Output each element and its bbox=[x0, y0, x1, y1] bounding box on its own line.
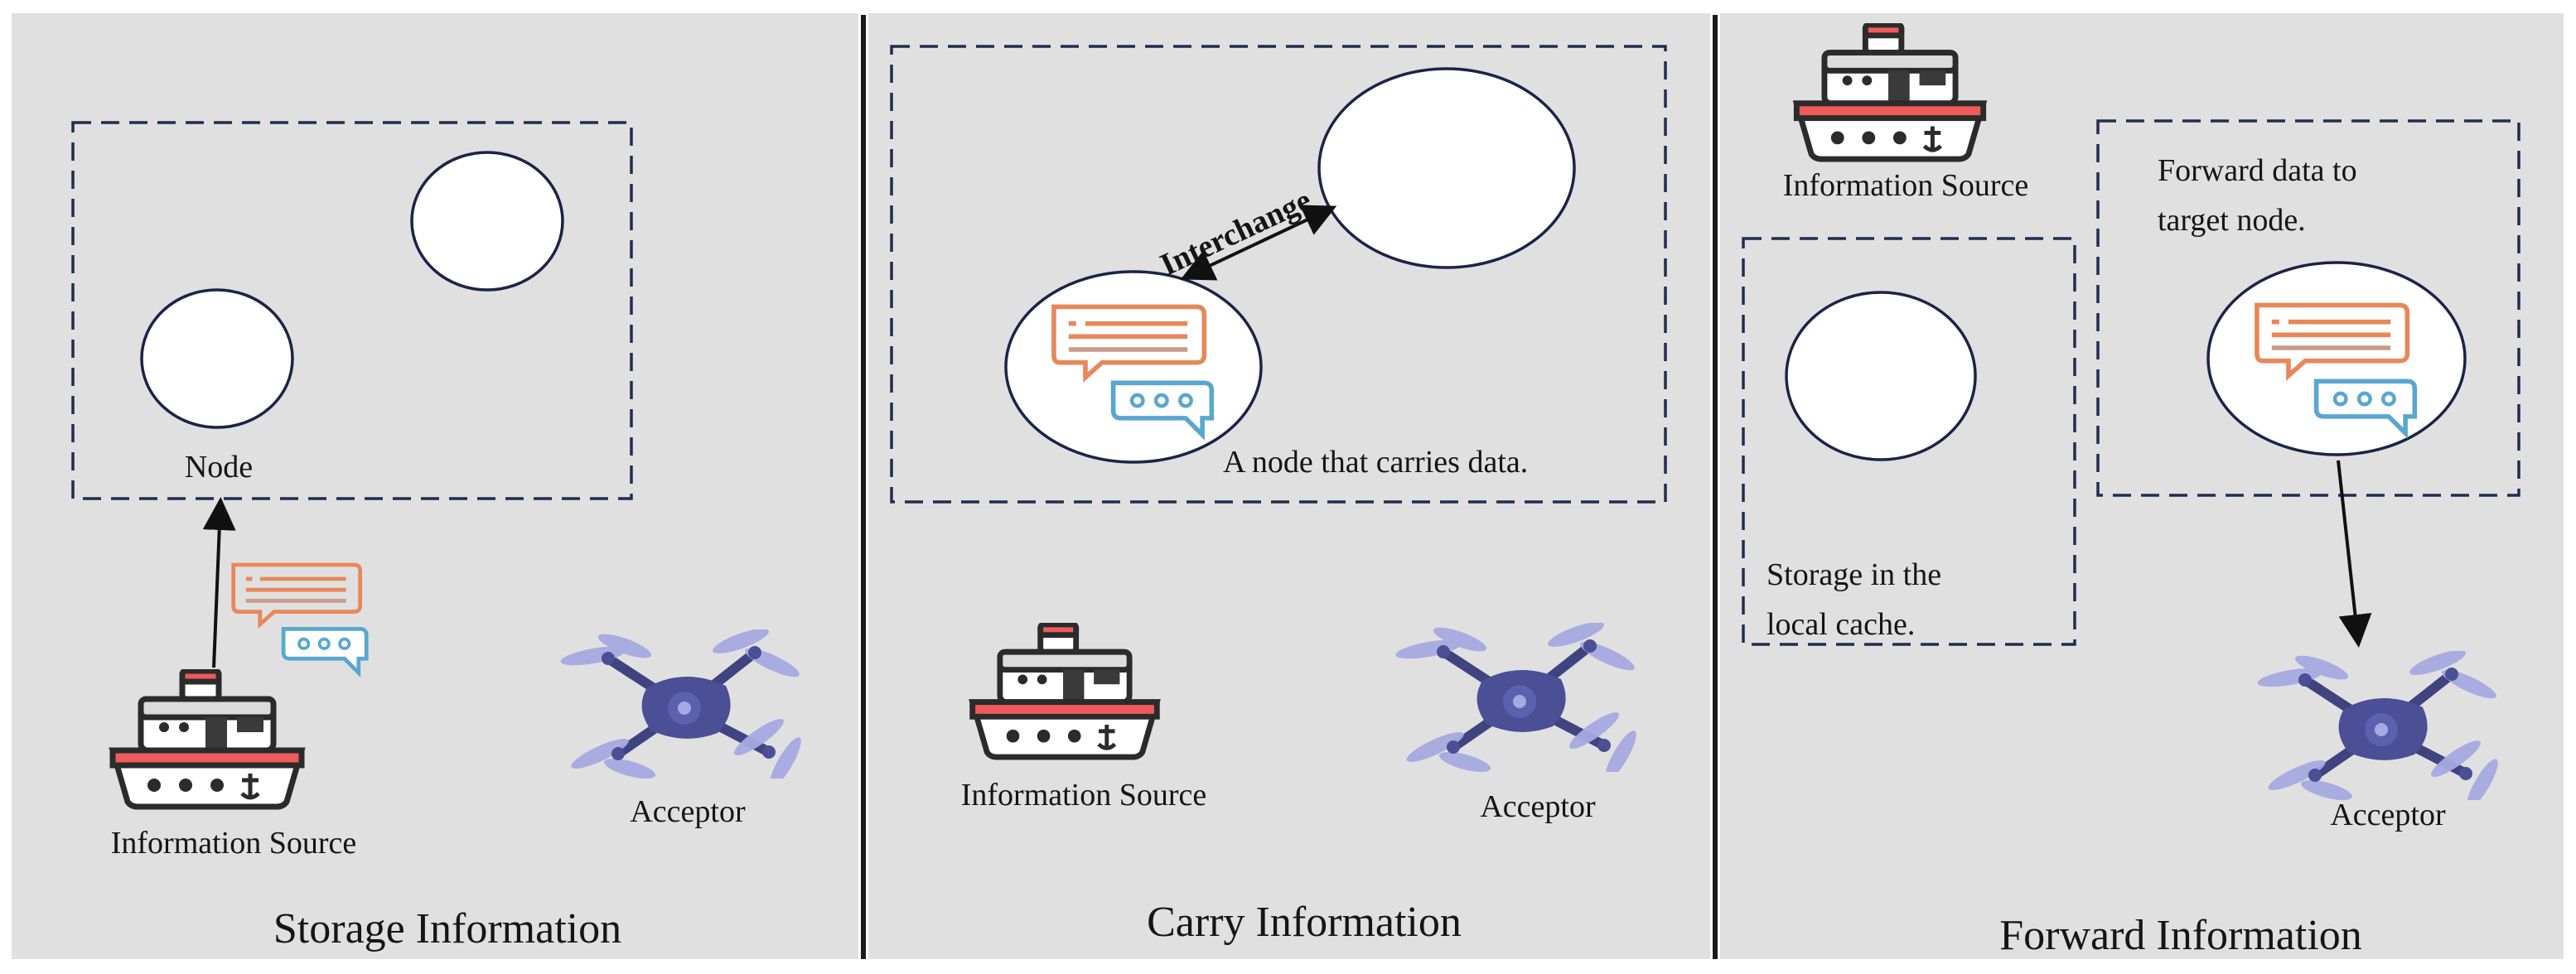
node-area-box bbox=[71, 121, 633, 500]
node-circle bbox=[140, 288, 294, 429]
information-source-label: Information Source bbox=[961, 778, 1207, 812]
forward-label-line1: Forward data to bbox=[2158, 153, 2357, 188]
node-circle bbox=[1785, 291, 1977, 461]
information-source-label: Information Source bbox=[1783, 168, 2029, 203]
acceptor-label: Acceptor bbox=[630, 794, 746, 829]
information-source-label: Information Source bbox=[111, 826, 357, 861]
node-circle bbox=[1317, 67, 1576, 269]
carrier-node-circle bbox=[1004, 270, 1263, 464]
forward-box bbox=[2096, 119, 2520, 497]
forward-label-line2: target node. bbox=[2158, 203, 2306, 238]
storage-label-line2: local cache. bbox=[1766, 607, 1915, 642]
upload-arrow bbox=[202, 497, 236, 668]
local-cache-box bbox=[1742, 237, 2076, 646]
interchange-arrow bbox=[1180, 205, 1337, 281]
acceptor-label: Acceptor bbox=[2330, 798, 2446, 832]
carrier-label: A node that carries data. bbox=[1223, 445, 1528, 480]
forward-arrow bbox=[2337, 460, 2372, 648]
acceptor-label: Acceptor bbox=[1480, 789, 1596, 824]
panel-title: Storage Information bbox=[273, 905, 621, 952]
panel-title: Forward Information bbox=[1999, 912, 2362, 959]
panel-forward-background bbox=[1720, 13, 2564, 959]
carry-area-box bbox=[890, 45, 1667, 504]
storage-label-line1: Storage in the bbox=[1766, 557, 1941, 592]
panel-title: Carry Information bbox=[1147, 899, 1462, 946]
panel-forward: Information Source Storage in the local … bbox=[1720, 13, 2564, 959]
node-circle bbox=[410, 151, 564, 292]
node-label: Node bbox=[185, 450, 253, 485]
panel-carry: Interchange A node that carries data. In… bbox=[868, 13, 1710, 959]
panel-storage: Node Information Source Acceptor Storage… bbox=[12, 13, 858, 959]
